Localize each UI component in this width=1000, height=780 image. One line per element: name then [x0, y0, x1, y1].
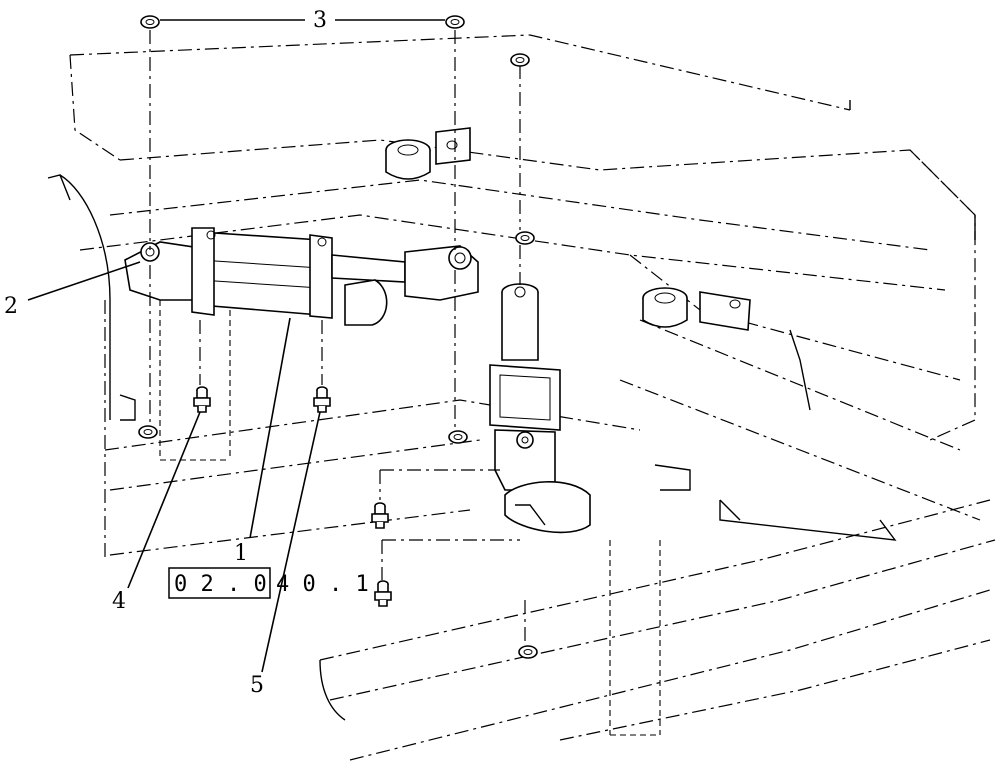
bushing-left [385, 127, 471, 180]
grease-fittings [193, 386, 392, 607]
callout-4: 4 [112, 589, 126, 614]
reference-boxed-text: 0 2 . 0 [174, 572, 267, 597]
reference-box [168, 567, 271, 599]
hydraulic-cylinder [124, 227, 479, 326]
reference-suffix-text: 4 0 . 1 [276, 572, 369, 597]
callout-5: 5 [250, 673, 264, 698]
callout-2: 2 [4, 294, 18, 319]
frame-solid [47, 100, 976, 721]
secondary-cylinder [489, 283, 591, 534]
centerlines [149, 30, 526, 645]
retaining-clips [138, 15, 538, 659]
callout-1: 1 [234, 541, 248, 566]
bushing-right [642, 287, 751, 331]
callout-leaders [27, 19, 445, 673]
callout-3: 3 [313, 8, 327, 33]
frame-outline [69, 34, 996, 761]
